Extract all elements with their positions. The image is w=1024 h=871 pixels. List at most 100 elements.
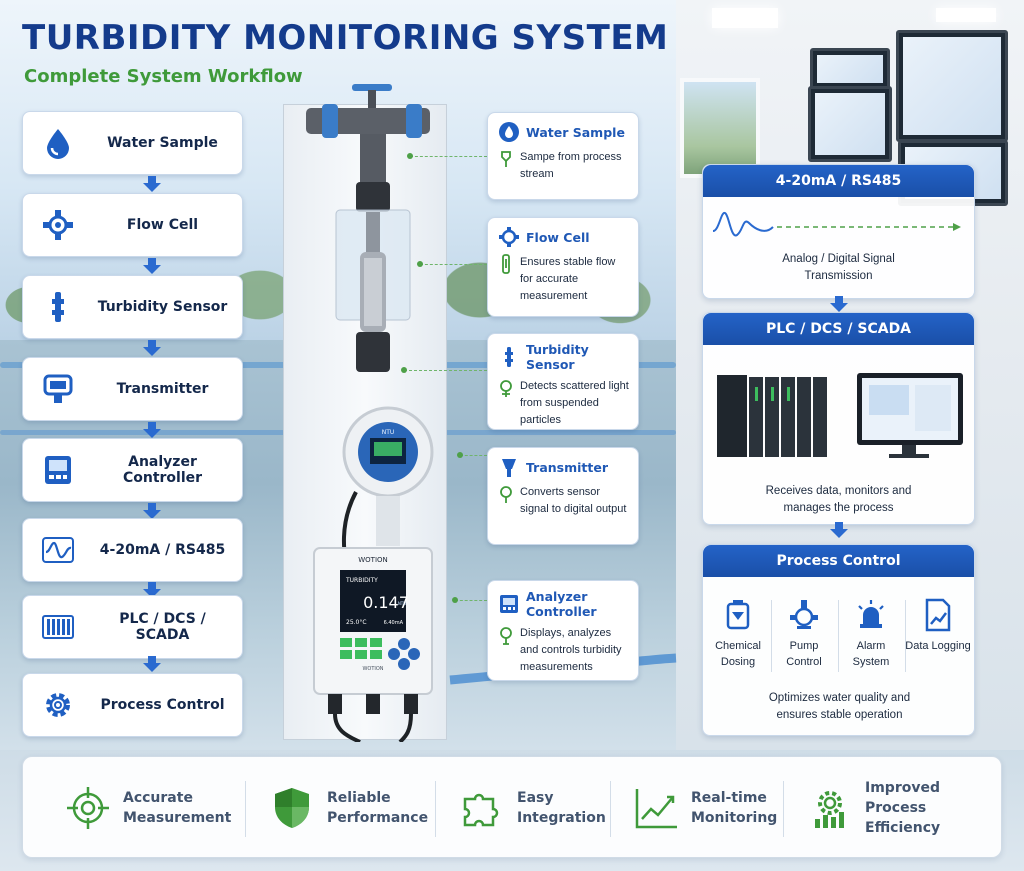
process-item-label: Chemical Dosing: [715, 640, 761, 668]
workflow-step-label: Transmitter: [116, 381, 209, 397]
leader-line: [460, 455, 487, 456]
signal-convert-icon: [500, 486, 512, 503]
leader-dot: [401, 367, 407, 373]
shield-icon: [275, 788, 309, 828]
process-control-panel: Process Control: [702, 544, 975, 736]
wall-monitor: [810, 48, 890, 90]
room-window: [680, 78, 760, 178]
callout-title: Analyzer Controller: [526, 589, 597, 619]
workflow-step-transmitter: Transmitter: [22, 357, 243, 421]
benefit-label: Accurate Measurement: [123, 790, 232, 826]
workflow-step-turbidity-sensor: Turbidity Sensor: [22, 275, 243, 339]
sensor-icon: [505, 347, 513, 367]
process-item-data-logging: Data Logging: [905, 598, 971, 654]
callout-flow-cell: Flow Cell Ensures stable flow for accura…: [487, 217, 639, 317]
arrow-down-icon: [143, 340, 161, 356]
arrow-down-icon: [143, 176, 161, 192]
callout-description: Converts sensor signal to digital output: [520, 486, 627, 515]
gear-icon: [46, 693, 70, 717]
controller-reading-unit: NTU: [398, 601, 406, 606]
benefit-improved-efficiency: Improved Process Efficiency: [807, 757, 995, 859]
divider: [610, 781, 611, 837]
divider: [435, 781, 436, 837]
arrow-down-icon: [830, 296, 848, 312]
signal-wave-icon: [42, 537, 74, 563]
alarm-light-icon: [858, 600, 884, 628]
benefit-label: Real-time Monitoring: [691, 790, 778, 826]
wall-monitor: [896, 30, 1008, 142]
workflow-step-label: Flow Cell: [126, 217, 199, 233]
arrow-down-icon: [143, 422, 161, 438]
callout-description: Displays, analyzes and controls turbidit…: [520, 627, 622, 673]
benefit-accurate-measurement: Accurate Measurement: [65, 757, 232, 859]
plc-hardware-illustration: [716, 373, 963, 458]
controller-footer-brand: WOTION: [362, 666, 383, 672]
workflow-step-label: Process Control: [100, 697, 225, 713]
workflow-step-analyzer-controller: Analyzer Controller: [22, 438, 243, 502]
controller-current: 6.40mA: [384, 620, 404, 626]
workflow-step-process-control: Process Control: [22, 673, 243, 737]
leader-dot: [457, 452, 463, 458]
benefit-easy-integration: Easy Integration: [459, 757, 607, 859]
process-item-pump-control: Pump Control: [771, 598, 837, 670]
transmitter-unit-label: NTU: [382, 429, 395, 436]
data-chart-icon: [925, 598, 951, 632]
callout-transmitter: Transmitter Converts sensor signal to di…: [487, 447, 639, 545]
benefit-reliable-performance: Reliable Performance: [269, 757, 428, 859]
analyzer-icon: [500, 595, 518, 613]
puzzle-icon: [463, 793, 499, 827]
divider: [783, 781, 784, 837]
leader-dot: [417, 261, 423, 267]
water-drop-icon: [499, 122, 519, 142]
callout-title: Turbidity Sensor: [526, 342, 589, 372]
leader-dot: [452, 597, 458, 603]
leader-line: [410, 156, 487, 157]
arrow-down-icon: [143, 582, 161, 598]
arrow-down-icon: [830, 522, 848, 538]
leader-line: [404, 370, 487, 371]
divider: [905, 600, 906, 672]
callout-description: Ensures stable flow for accurate measure…: [520, 256, 616, 302]
workflow-step-signal: 4-20mA / RS485: [22, 518, 243, 582]
divider: [838, 600, 839, 672]
transmitter-icon: [43, 374, 73, 403]
leader-line: [420, 264, 487, 265]
callout-title: Water Sample: [526, 124, 625, 140]
ceiling-light: [936, 8, 996, 22]
page-title: TURBIDITY MONITORING SYSTEM: [22, 18, 669, 58]
divider: [771, 600, 772, 672]
plc-panel: PLC / DCS / SCADA Receives data, monitor…: [702, 312, 975, 525]
controller-temperature: 25.0°C: [346, 619, 367, 626]
callout-analyzer-controller: Analyzer Controller Displays, analyzes a…: [487, 580, 639, 681]
callout-description: Detects scattered light from suspended p…: [520, 380, 629, 426]
arrow-down-icon: [143, 656, 161, 672]
control-icon: [500, 627, 512, 645]
flow-indicator-icon: [502, 254, 510, 274]
signal-wave-graphic: [712, 212, 961, 237]
workflow-step-label: Water Sample: [107, 135, 218, 151]
process-item-chemical-dosing: Chemical Dosing: [705, 598, 771, 670]
callout-water-sample: Water Sample Sampe from process stream: [487, 112, 639, 200]
workflow-step-water-sample: Water Sample: [22, 111, 243, 175]
process-control-title: Process Control: [703, 545, 974, 577]
controller-reading: 0.147: [363, 593, 409, 612]
plc-panel-text: Receives data, monitors and manages the …: [765, 485, 912, 514]
process-item-label: Data Logging: [905, 640, 971, 652]
workflow-step-label: 4-20mA / RS485: [99, 542, 226, 558]
process-item-label: Alarm System: [852, 640, 890, 668]
process-item-label: Pump Control: [786, 640, 822, 668]
benefit-real-time-monitoring: Real-time Monitoring: [633, 757, 781, 859]
ceiling-light: [712, 8, 778, 28]
benefit-label: Easy Integration: [517, 790, 606, 826]
process-item-alarm-system: Alarm System: [838, 598, 904, 670]
callout-title: Flow Cell: [526, 229, 590, 245]
benefit-label: Improved Process Efficiency: [865, 780, 941, 836]
gear-chart-icon: [815, 791, 844, 828]
arrow-down-icon: [143, 503, 161, 519]
signal-panel-title: 4-20mA / RS485: [703, 165, 974, 197]
wall-monitor: [808, 86, 892, 162]
workflow-step-flow-cell: Flow Cell: [22, 193, 243, 257]
workflow-step-label: PLC / DCS / SCADA: [119, 611, 206, 643]
turbidity-device-illustration: NTU WOTION TURBIDITY 0.147 NTU 25.0°C 6.…: [306, 84, 434, 742]
sample-tap-icon: [501, 151, 511, 167]
